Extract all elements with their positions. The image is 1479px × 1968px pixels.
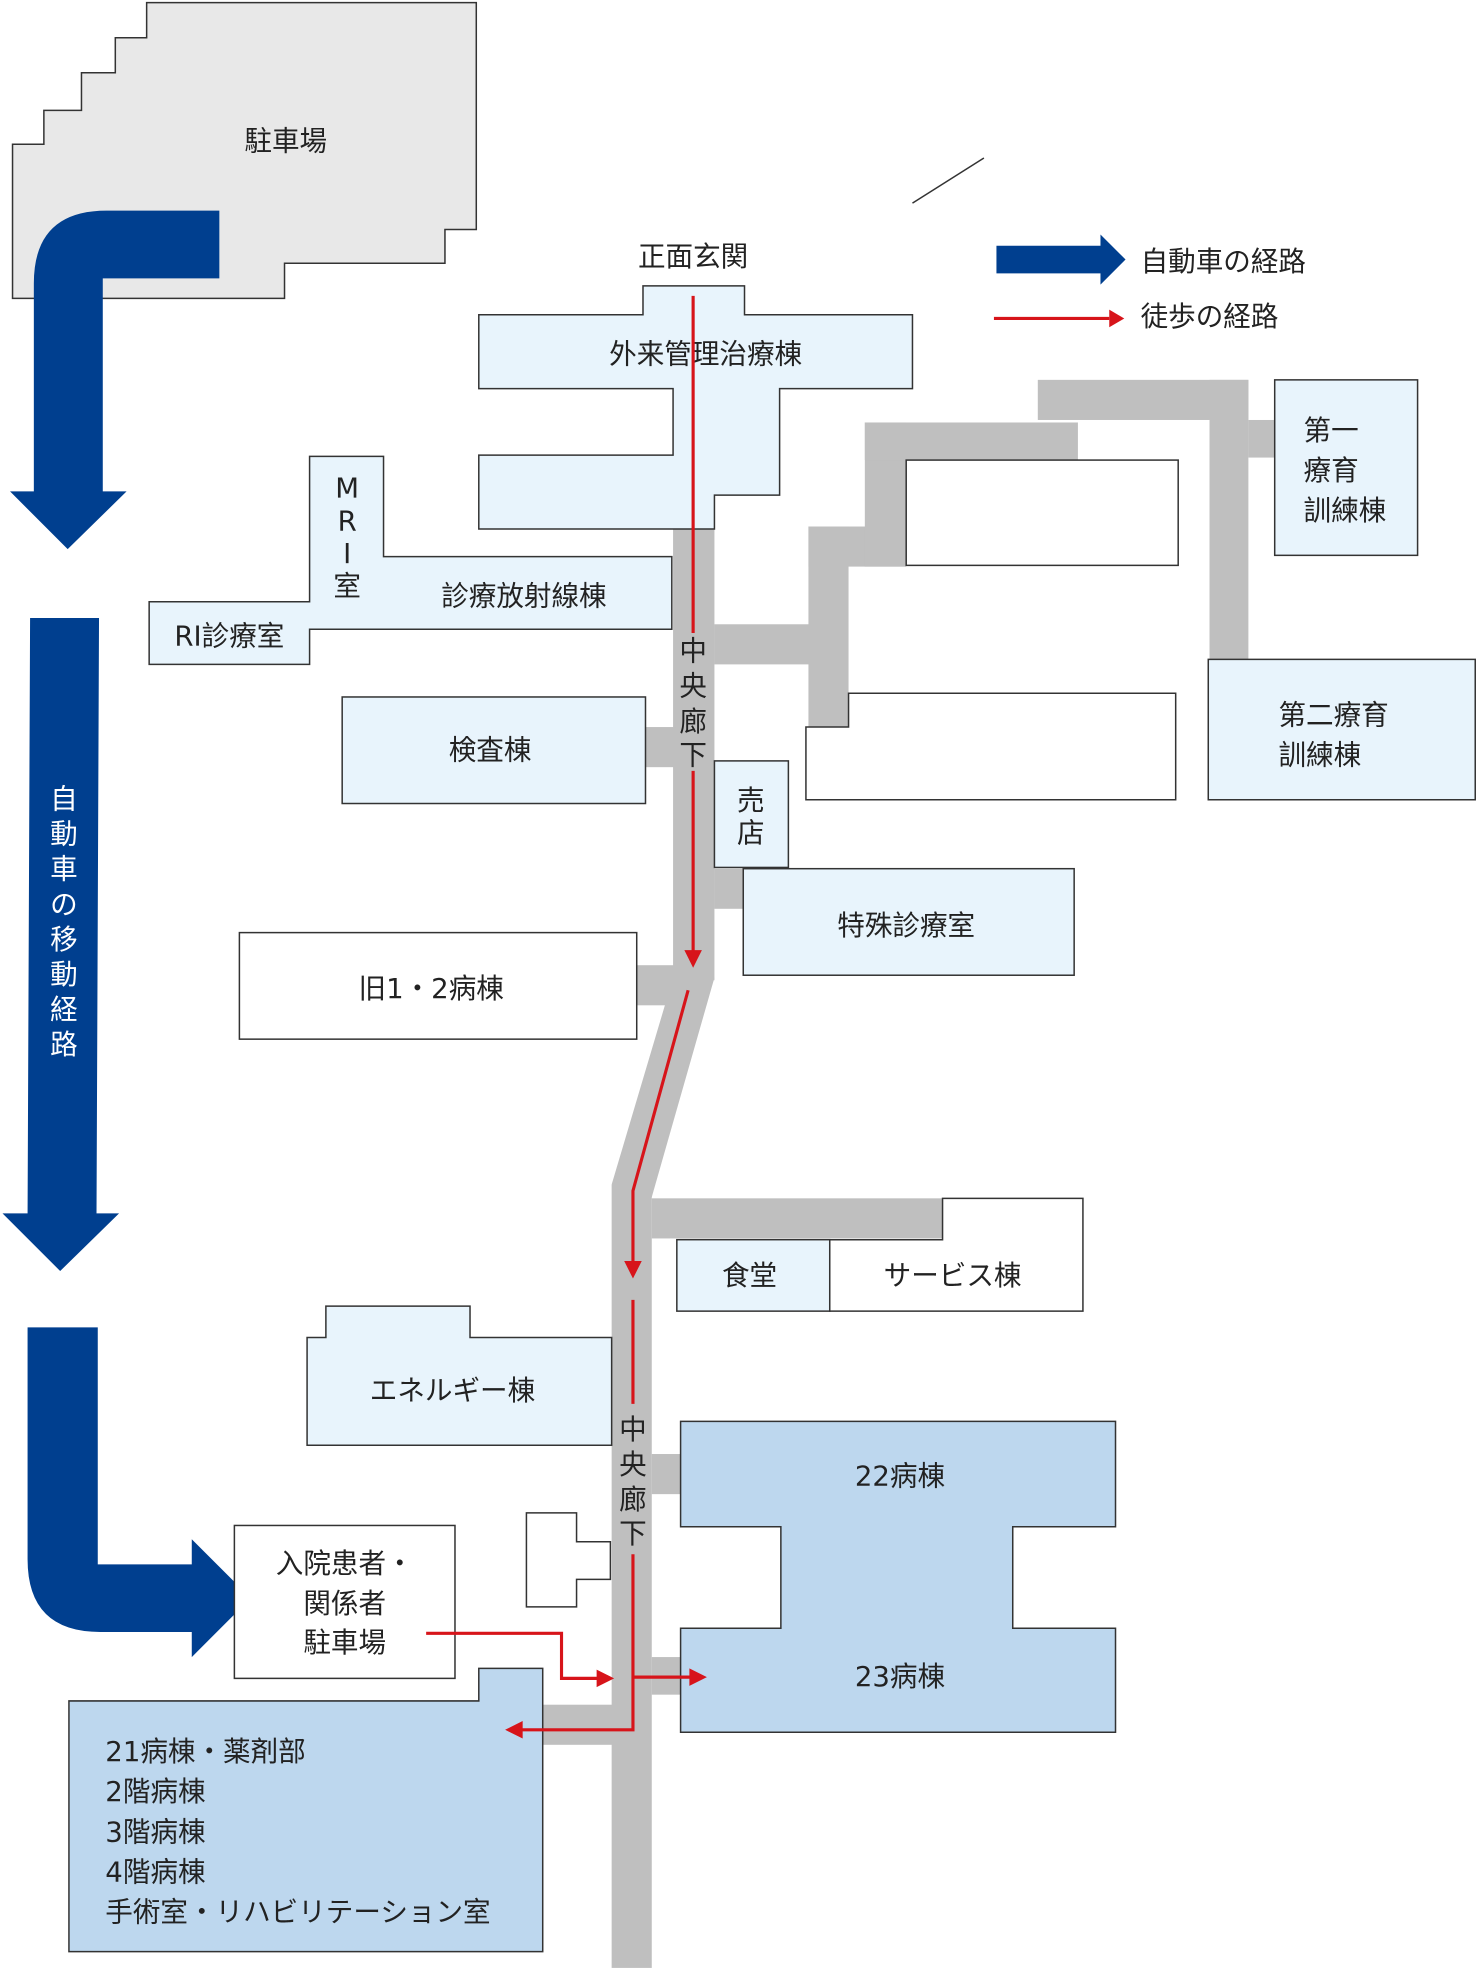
svg-text:2階病棟: 2階病棟 bbox=[105, 1775, 205, 1808]
legend-walk: 徒歩の経路 bbox=[1141, 300, 1279, 333]
svg-text:手術室・リハビリテーション室: 手術室・リハビリテーション室 bbox=[105, 1896, 490, 1929]
svg-text:M: M bbox=[335, 472, 359, 505]
svg-text:下: 下 bbox=[619, 1517, 647, 1550]
cafeteria bbox=[676, 1238, 831, 1312]
radiology-building bbox=[148, 455, 673, 666]
svg-text:下: 下 bbox=[679, 739, 707, 772]
svg-text:23病棟: 23病棟 bbox=[855, 1660, 945, 1693]
svg-text:4階病棟: 4階病棟 bbox=[105, 1855, 205, 1888]
svg-text:路: 路 bbox=[50, 1028, 78, 1061]
outpatient-building bbox=[478, 285, 914, 530]
svg-text:検査棟: 検査棟 bbox=[449, 734, 532, 767]
svg-text:の: の bbox=[50, 888, 78, 921]
svg-text:移: 移 bbox=[50, 923, 78, 956]
svg-text:特殊診療室: 特殊診療室 bbox=[837, 909, 975, 942]
svg-text:経: 経 bbox=[50, 993, 78, 1026]
inpatient-parking bbox=[233, 1524, 456, 1680]
svg-text:食堂: 食堂 bbox=[722, 1259, 777, 1292]
svg-text:関係者: 関係者 bbox=[303, 1587, 386, 1620]
therapy-building-2 bbox=[1207, 658, 1476, 801]
svg-text:中: 中 bbox=[679, 635, 707, 668]
svg-text:入院患者・: 入院患者・ bbox=[276, 1547, 414, 1580]
svg-text:旧1・2病棟: 旧1・2病棟 bbox=[359, 972, 504, 1005]
svg-text:3階病棟: 3階病棟 bbox=[105, 1815, 205, 1848]
svg-text:R: R bbox=[338, 504, 357, 537]
svg-text:診療放射線棟: 診療放射線棟 bbox=[441, 579, 606, 612]
car-route-legend-icon bbox=[996, 234, 1126, 285]
svg-text:自: 自 bbox=[50, 783, 78, 816]
unlabeled-building bbox=[905, 459, 1179, 567]
central-corridor-label: 中 央 廊 下 bbox=[679, 635, 707, 772]
legend: 自動車の経路 徒歩の経路 bbox=[912, 157, 1306, 333]
svg-text:サービス棟: サービス棟 bbox=[884, 1259, 1022, 1292]
svg-text:第一: 第一 bbox=[1304, 414, 1359, 447]
svg-text:エネルギー棟: エネルギー棟 bbox=[370, 1374, 535, 1407]
ward-22-23 bbox=[679, 1420, 1117, 1734]
central-corridor-label-lower: 中 央 廊 下 bbox=[619, 1413, 647, 1550]
svg-text:売: 売 bbox=[737, 784, 765, 817]
shop bbox=[713, 760, 790, 869]
svg-text:央: 央 bbox=[619, 1448, 647, 1481]
svg-text:外来管理治療棟: 外来管理治療棟 bbox=[609, 338, 802, 371]
svg-text:22病棟: 22病棟 bbox=[855, 1459, 945, 1492]
walking-routes bbox=[426, 295, 707, 1739]
car-route-arrows: 自 動 車 の 移 動 経 路 bbox=[2, 210, 251, 1658]
service-building bbox=[828, 1197, 1084, 1312]
svg-text:室: 室 bbox=[333, 569, 361, 602]
svg-text:駐車場: 駐車場 bbox=[303, 1626, 386, 1659]
svg-text:訓練棟: 訓練棟 bbox=[1278, 739, 1361, 772]
therapy-building-1 bbox=[1273, 379, 1419, 557]
energy-building bbox=[306, 1305, 613, 1446]
main-entrance-label: 正面玄関 bbox=[638, 240, 748, 273]
car-route-label: 自 動 車 の 移 動 経 路 bbox=[50, 783, 78, 1062]
ward-21 bbox=[68, 1667, 544, 1953]
svg-text:RI診療室: RI診療室 bbox=[174, 620, 284, 653]
svg-text:21病棟・薬剤部: 21病棟・薬剤部 bbox=[105, 1735, 305, 1768]
svg-text:第二療育: 第二療育 bbox=[1278, 699, 1388, 732]
svg-text:I: I bbox=[343, 537, 351, 570]
svg-text:廊: 廊 bbox=[679, 705, 707, 738]
legend-car: 自動車の経路 bbox=[1141, 245, 1306, 278]
lab-building bbox=[341, 696, 647, 805]
svg-text:廊: 廊 bbox=[619, 1483, 647, 1516]
svg-text:店: 店 bbox=[737, 816, 765, 849]
special-clinic bbox=[742, 867, 1075, 976]
small-building bbox=[525, 1512, 612, 1608]
svg-text:動: 動 bbox=[50, 818, 78, 851]
old-ward bbox=[238, 931, 638, 1040]
svg-text:車: 車 bbox=[50, 853, 78, 886]
parking-label: 駐車場 bbox=[244, 124, 327, 157]
svg-text:中: 中 bbox=[619, 1413, 647, 1446]
svg-text:療育: 療育 bbox=[1304, 454, 1359, 487]
svg-text:訓練棟: 訓練棟 bbox=[1304, 494, 1387, 527]
svg-text:動: 動 bbox=[50, 958, 78, 991]
unlabeled-building bbox=[805, 692, 1177, 801]
buildings: 外来管理治療棟 M R I 室 診療放射線棟 RI診療室 検査棟 売 店 特殊診… bbox=[68, 285, 1476, 1953]
svg-text:央: 央 bbox=[679, 670, 707, 703]
